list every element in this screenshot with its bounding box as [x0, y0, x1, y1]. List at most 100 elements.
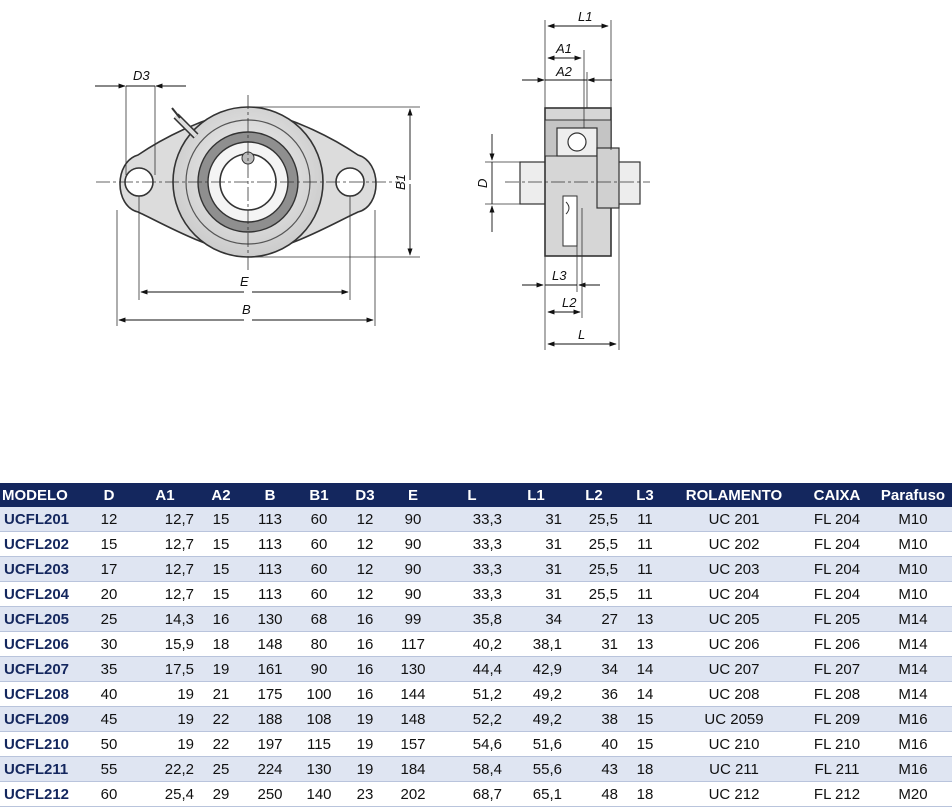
table-cell: 31 — [506, 531, 566, 557]
table-cell: M10 — [874, 531, 952, 557]
table-cell: 80 — [296, 631, 342, 657]
table-cell: 11 — [622, 556, 668, 582]
table-cell: 15 — [622, 706, 668, 732]
table-cell: 12 — [86, 507, 132, 532]
table-cell: 12 — [342, 531, 388, 557]
table-cell: 25,5 — [566, 531, 622, 557]
table-cell: 140 — [296, 781, 342, 807]
table-cell: 15 — [198, 531, 244, 557]
column-header-l3: L3 — [622, 483, 668, 507]
table-cell: 15 — [198, 556, 244, 582]
table-cell: FL 210 — [800, 731, 874, 757]
table-cell: 11 — [622, 531, 668, 557]
side-view: L1 A1 A2 D L3 L2 L — [475, 9, 650, 350]
table-cell: 45 — [86, 706, 132, 732]
table-cell: UC 207 — [668, 656, 800, 682]
label-l2: L2 — [562, 295, 577, 310]
table-cell: 16 — [198, 606, 244, 632]
table-cell: 22 — [198, 706, 244, 732]
column-header-a1: A1 — [132, 483, 198, 507]
table-cell: 44,4 — [438, 656, 506, 682]
table-cell: UC 205 — [668, 606, 800, 632]
table-cell: 14 — [622, 656, 668, 682]
table-cell: 25,4 — [132, 781, 198, 807]
label-d: D — [475, 179, 490, 188]
table-cell: M14 — [874, 631, 952, 657]
label-a1: A1 — [555, 41, 572, 56]
table-cell: UC 210 — [668, 731, 800, 757]
table-cell: 130 — [296, 756, 342, 782]
model-cell: UCFL201 — [0, 507, 86, 532]
table-cell: UC 2059 — [668, 706, 800, 732]
column-header-l1: L1 — [506, 483, 566, 507]
table-cell: M16 — [874, 706, 952, 732]
table-cell: 19 — [198, 656, 244, 682]
table-cell: 11 — [622, 581, 668, 607]
table-cell: 25,5 — [566, 556, 622, 582]
table-cell: UC 201 — [668, 507, 800, 532]
table-cell: 12,7 — [132, 531, 198, 557]
table-cell: 184 — [388, 756, 438, 782]
technical-drawing: D3 B1 E B — [95, 9, 650, 350]
table-cell: 33,3 — [438, 507, 506, 532]
table-cell: 49,2 — [506, 681, 566, 707]
table-cell: 161 — [244, 656, 296, 682]
table-cell: 12,7 — [132, 556, 198, 582]
ball-icon — [567, 132, 587, 152]
table-cell: 130 — [244, 606, 296, 632]
table-cell: 30 — [86, 631, 132, 657]
table-cell: FL 209 — [800, 706, 874, 732]
table-cell: 22,2 — [132, 756, 198, 782]
table-cell: 19 — [132, 706, 198, 732]
table-cell: M10 — [874, 507, 952, 532]
table-cell: 31 — [506, 507, 566, 532]
model-cell: UCFL207 — [0, 656, 86, 682]
table-cell: 16 — [342, 656, 388, 682]
model-cell: UCFL206 — [0, 631, 86, 657]
table-cell: 48 — [566, 781, 622, 807]
table-cell: 224 — [244, 756, 296, 782]
table-cell: 25 — [198, 756, 244, 782]
column-header-modelo: MODELO — [0, 483, 86, 507]
table-cell: 29 — [198, 781, 244, 807]
label-a2: A2 — [555, 64, 573, 79]
table-cell: 68,7 — [438, 781, 506, 807]
model-cell: UCFL204 — [0, 581, 86, 607]
table-cell: 18 — [622, 756, 668, 782]
label-e: E — [240, 274, 249, 289]
column-header-d3: D3 — [342, 483, 388, 507]
table-cell: 20 — [86, 581, 132, 607]
table-cell: 54,6 — [438, 731, 506, 757]
table-cell: 148 — [244, 631, 296, 657]
table-cell: 12 — [342, 507, 388, 532]
table-cell: M14 — [874, 656, 952, 682]
table-cell: 16 — [342, 606, 388, 632]
table-cell: 90 — [296, 656, 342, 682]
table-cell: M14 — [874, 606, 952, 632]
label-l1: L1 — [578, 9, 592, 24]
table-cell: 33,3 — [438, 581, 506, 607]
table-cell: 18 — [198, 631, 244, 657]
table-cell: FL 204 — [800, 581, 874, 607]
table-cell: 19 — [342, 731, 388, 757]
table-cell: 60 — [296, 531, 342, 557]
table-cell: FL 205 — [800, 606, 874, 632]
table-cell: 100 — [296, 681, 342, 707]
table-cell: 18 — [622, 781, 668, 807]
column-header-b1: B1 — [296, 483, 342, 507]
model-cell: UCFL211 — [0, 756, 86, 782]
table-cell: 40,2 — [438, 631, 506, 657]
table-cell: M14 — [874, 681, 952, 707]
column-header-e: E — [388, 483, 438, 507]
table-cell: 52,2 — [438, 706, 506, 732]
table-cell: 22 — [198, 731, 244, 757]
